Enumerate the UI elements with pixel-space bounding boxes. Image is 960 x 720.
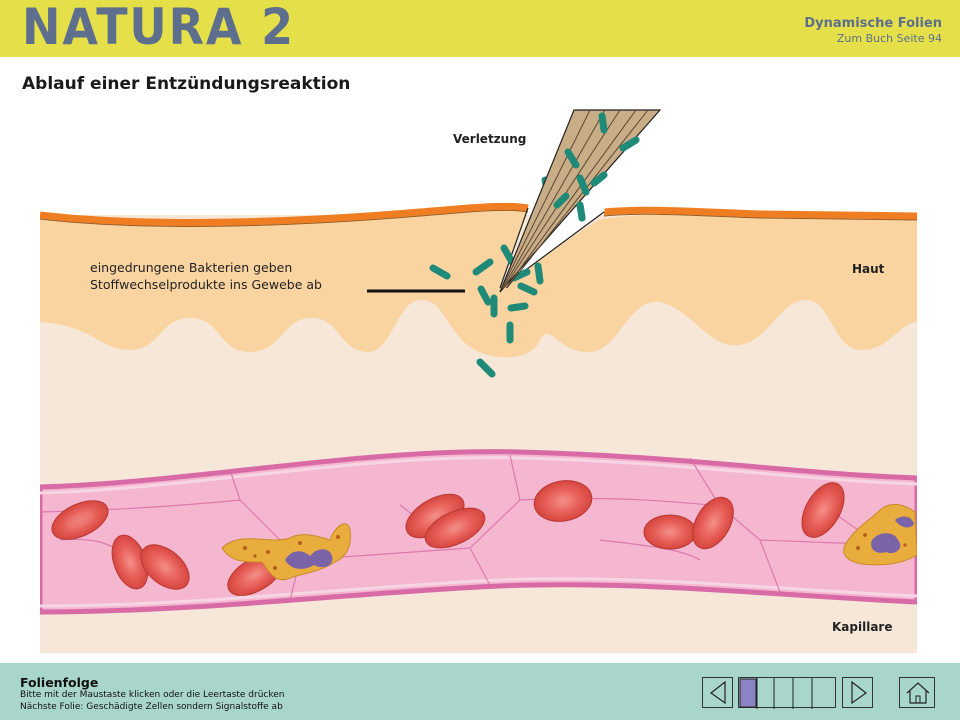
white-blood-cell (221, 523, 351, 581)
slide-title: Ablauf einer Entzündungsreaktion (22, 74, 351, 94)
natura-logo: NATURA 2 (22, 0, 296, 56)
header-info: Dynamische Folien Zum Buch Seite 94 (804, 16, 942, 45)
footer-instruction: Bitte mit der Maustaste klicken oder die… (20, 690, 285, 700)
slide-progress (738, 677, 836, 709)
footer-title: Folienfolge (20, 675, 99, 690)
prev-slide-button[interactable] (702, 677, 733, 708)
label-injury: Verletzung (453, 132, 527, 146)
white-blood-cell (843, 503, 917, 566)
home-icon (906, 682, 930, 704)
bacteria-description-line2: Stoffwechselprodukte ins Gewebe ab (90, 277, 322, 292)
product-name: Dynamische Folien (804, 16, 942, 31)
bacteria-description: eingedrungene Bakterien geben Stoffwechs… (90, 259, 322, 293)
endothelial-cells (40, 454, 917, 601)
progress-segment-current[interactable] (739, 678, 757, 708)
header-bar (0, 0, 960, 57)
book-page-link[interactable]: Zum Buch Seite 94 (836, 32, 942, 45)
skin-surface (40, 202, 529, 226)
label-capillary: Kapillare (832, 620, 893, 634)
triangle-right-icon (851, 680, 868, 705)
next-slide-button[interactable] (842, 677, 873, 708)
skin-layer (40, 206, 917, 358)
footer-next-slide: Nächste Folie: Geschädigte Zellen sonder… (20, 702, 283, 712)
bacteria-description-line1: eingedrungene Bakterien geben (90, 260, 293, 275)
splinter-grain (501, 109, 649, 289)
triangle-left-icon (709, 680, 726, 705)
home-button[interactable] (899, 677, 935, 708)
label-skin: Haut (852, 262, 885, 276)
progress-segments (739, 678, 813, 709)
inflammation-illustration (40, 109, 917, 653)
